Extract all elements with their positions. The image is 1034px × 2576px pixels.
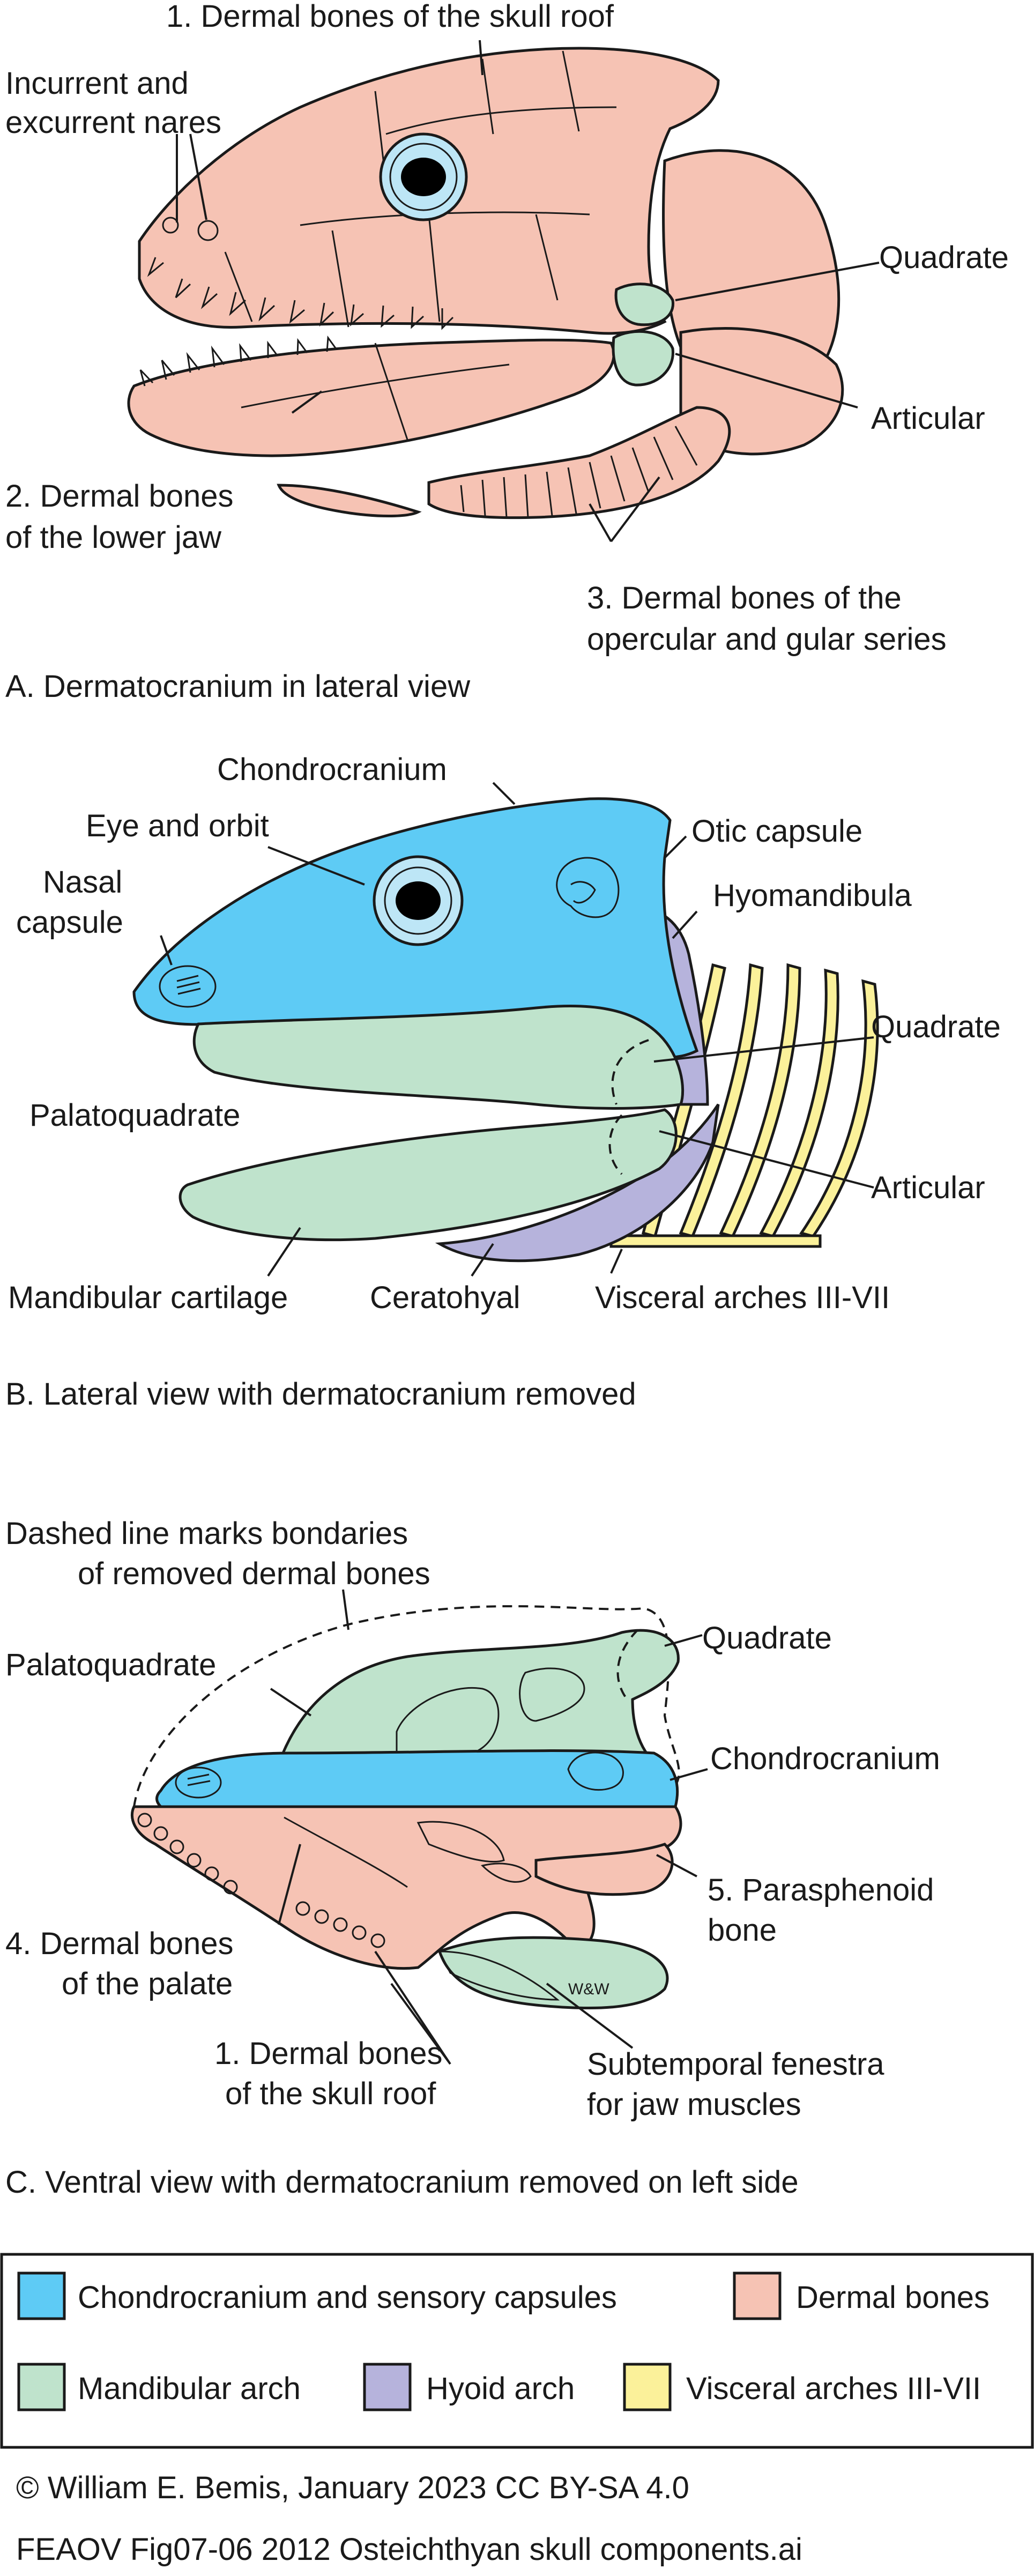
label-skull-roof-c-line1: 1. Dermal bones	[214, 2036, 443, 2071]
label-fenestra-line1: Subtemporal fenestra	[587, 2047, 884, 2082]
panel-a-labels: 1. Dermal bones of the skull roof Incurr…	[5, 0, 1009, 704]
otic-capsule	[556, 857, 620, 918]
label-otic-capsule: Otic capsule	[691, 814, 862, 849]
panel-c-labels: Dashed line marks bondaries of removed d…	[5, 1516, 940, 2200]
legend-item-chondrocranium: Chondrocranium and sensory capsules	[17, 2271, 617, 2320]
mandibular-cartilage	[178, 1108, 678, 1242]
subtemporal-fenestra-lower	[416, 1821, 505, 1863]
label-visceral-arches: Visceral arches III-VII	[595, 1280, 890, 1315]
label-palatoquadrate-c: Palatoquadrate	[5, 1647, 216, 1682]
legend-label-visceral: Visceral arches III-VII	[686, 2371, 981, 2406]
label-chondrocranium-b: Chondrocranium	[217, 752, 447, 787]
label-dashed-line1: Dashed line marks bondaries	[5, 1516, 408, 1551]
label-nasal-line1: Nasal	[43, 865, 122, 900]
label-fenestra-line2: for jaw muscles	[587, 2087, 801, 2122]
legend-label-dermal: Dermal bones	[796, 2280, 990, 2315]
legend-label-hyoid: Hyoid arch	[426, 2371, 575, 2406]
label-palate-line1: 4. Dermal bones	[5, 1926, 234, 1961]
panel-c-ventral: W&W	[130, 1589, 708, 2065]
caption-panel-b: B. Lateral view with dermatocranium remo…	[5, 1377, 636, 1412]
legend-item-visceral: Visceral arches III-VII	[623, 2363, 981, 2411]
panel-b-chondrocranium	[132, 782, 879, 1277]
legend-swatch-hyoid	[363, 2363, 412, 2411]
marginal-teeth	[137, 1813, 385, 1948]
label-quadrate-c: Quadrate	[702, 1621, 832, 1656]
label-articular-b: Articular	[871, 1170, 985, 1205]
palatoquadrate-b	[192, 1005, 685, 1110]
label-chondrocranium-c: Chondrocranium	[710, 1741, 940, 1776]
label-eye-orbit: Eye and orbit	[86, 808, 269, 843]
label-dashed-line2: of removed dermal bones	[78, 1556, 430, 1591]
copyright-text: © William E. Bemis, January 2023 CC BY-S…	[16, 2470, 689, 2505]
legend-swatch-visceral	[623, 2363, 672, 2411]
filename-text: FEAOV Fig07-06 2012 Osteichthyan skull c…	[16, 2532, 802, 2567]
caption-panel-c: C. Ventral view with dermatocranium remo…	[5, 2165, 799, 2200]
gular-plate	[277, 484, 422, 517]
label-nasal-line2: capsule	[16, 905, 123, 940]
label-opercular-line2: opercular and gular series	[587, 622, 947, 657]
label-palatoquadrate-b: Palatoquadrate	[29, 1098, 240, 1133]
legend-item-dermal: Dermal bones	[733, 2271, 990, 2320]
label-lower-jaw-line1: 2. Dermal bones	[5, 479, 234, 514]
legend-swatch-dermal	[733, 2271, 782, 2320]
chondrocranium-c	[155, 1749, 679, 1808]
label-ceratohyal: Ceratohyal	[370, 1280, 520, 1315]
label-nares-line1: Incurrent and	[5, 66, 189, 101]
caption-panel-a: A. Dermatocranium in lateral view	[5, 669, 471, 704]
label-lower-jaw-line2: of the lower jaw	[5, 520, 222, 555]
label-palate-line2: of the palate	[62, 1966, 233, 2001]
ceratohyal	[435, 1103, 720, 1263]
legend: Chondrocranium and sensory capsules Derm…	[0, 2253, 1034, 2449]
panel-b-labels: Chondrocranium Eye and orbit Otic capsul…	[5, 752, 1001, 1412]
label-hyomandibula: Hyomandibula	[713, 878, 912, 913]
otic-capsule-c	[567, 1751, 624, 1791]
label-skull-roof-c-line2: of the skull roof	[225, 2076, 436, 2111]
legend-swatch-chondrocranium	[17, 2271, 66, 2320]
panel-a-dermatocranium	[127, 40, 880, 543]
legend-swatch-mandibular	[17, 2363, 66, 2411]
label-parasphenoid-line2: bone	[708, 1913, 777, 1948]
label-articular-a: Articular	[871, 401, 985, 436]
legend-item-hyoid: Hyoid arch	[363, 2363, 575, 2411]
label-opercular-line1: 3. Dermal bones of the	[587, 581, 902, 615]
legend-item-mandibular: Mandibular arch	[17, 2363, 301, 2411]
quadrate-a	[614, 283, 675, 326]
artist-signature: W&W	[568, 1980, 609, 1998]
lower-jaw	[127, 338, 615, 457]
label-quadrate-a: Quadrate	[879, 240, 1009, 275]
legend-label-chondrocranium: Chondrocranium and sensory capsules	[78, 2280, 617, 2315]
label-parasphenoid-line1: 5. Parasphenoid	[708, 1873, 934, 1907]
label-quadrate-b: Quadrate	[871, 1009, 1001, 1044]
parasphenoid	[534, 1843, 674, 1896]
label-mandibular-cartilage: Mandibular cartilage	[8, 1280, 288, 1315]
mandibular-c	[437, 1936, 669, 2010]
articular-a	[612, 330, 674, 387]
label-nares-line2: excurrent nares	[5, 105, 221, 140]
label-skull-roof: 1. Dermal bones of the skull roof	[166, 0, 614, 34]
legend-label-mandibular: Mandibular arch	[78, 2371, 301, 2406]
